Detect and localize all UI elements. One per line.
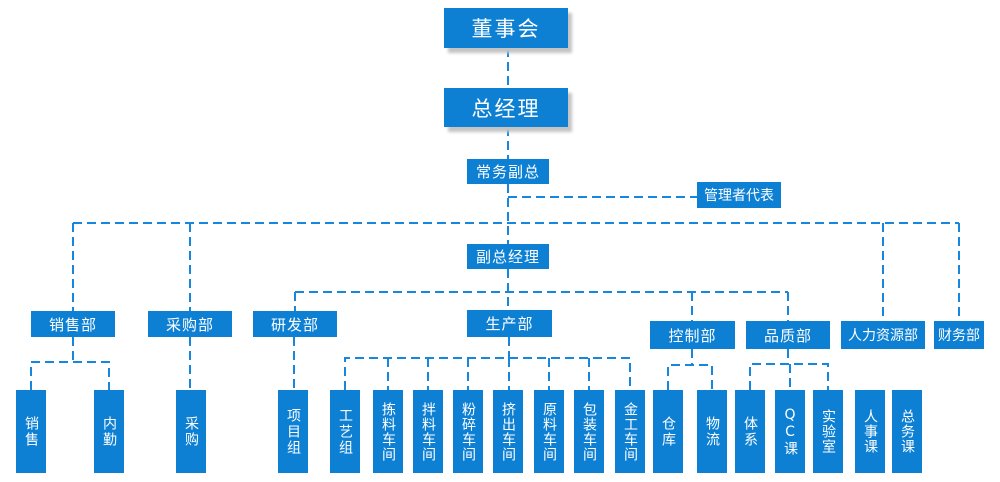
node-picking-workshop: 拣料车间 [373,390,403,473]
node-general-affairs-section: 总务课 [892,390,922,473]
node-executive-vice-president: 常务副总 [467,159,549,184]
node-deputy-general-manager: 副总经理 [467,244,549,269]
node-internal-office: 内勤 [94,390,124,473]
node-system-team: 体系 [735,390,765,473]
node-raw-material-workshop: 原料车间 [534,390,564,473]
node-warehouse: 仓库 [653,390,683,473]
node-extrusion-workshop: 挤出车间 [493,390,523,473]
node-process-team: 工艺组 [330,390,360,473]
node-sales-dept: 销售部 [31,311,115,337]
connector-level2-distribution [294,291,789,321]
node-quality-dept: 品质部 [746,321,830,349]
node-metalwork-workshop: 金工车间 [615,390,645,473]
connector-sales-split [30,337,110,390]
node-hr-dept: 人力资源部 [841,321,925,349]
node-purchasing-dept: 采购部 [148,311,232,337]
connector-level1-distribution [72,222,960,321]
node-qc-section: QC课 [775,390,805,473]
node-sales-team: 销售 [16,390,46,473]
connector-production-split [344,337,631,390]
node-finance-dept: 财务部 [934,321,984,349]
node-project-team: 项目组 [278,390,308,473]
node-purchasing-team: 采购 [176,390,206,473]
node-board: 董事会 [444,8,568,48]
node-management-representative: 管理者代表 [697,182,781,208]
node-logistics: 物流 [697,390,727,473]
node-crushing-workshop: 粉碎车间 [453,390,483,473]
connector-control-split [667,349,713,390]
node-control-dept: 控制部 [650,321,735,349]
node-laboratory: 实验室 [813,390,843,473]
node-packaging-workshop: 包装车间 [574,390,604,473]
node-production-dept: 生产部 [467,310,552,337]
node-mixing-workshop: 拌料车间 [413,390,443,473]
node-rd-dept: 研发部 [253,311,337,337]
node-personnel-section: 人事课 [855,390,885,473]
connector-quality-split [749,349,829,390]
node-general-manager: 总经理 [444,88,568,127]
